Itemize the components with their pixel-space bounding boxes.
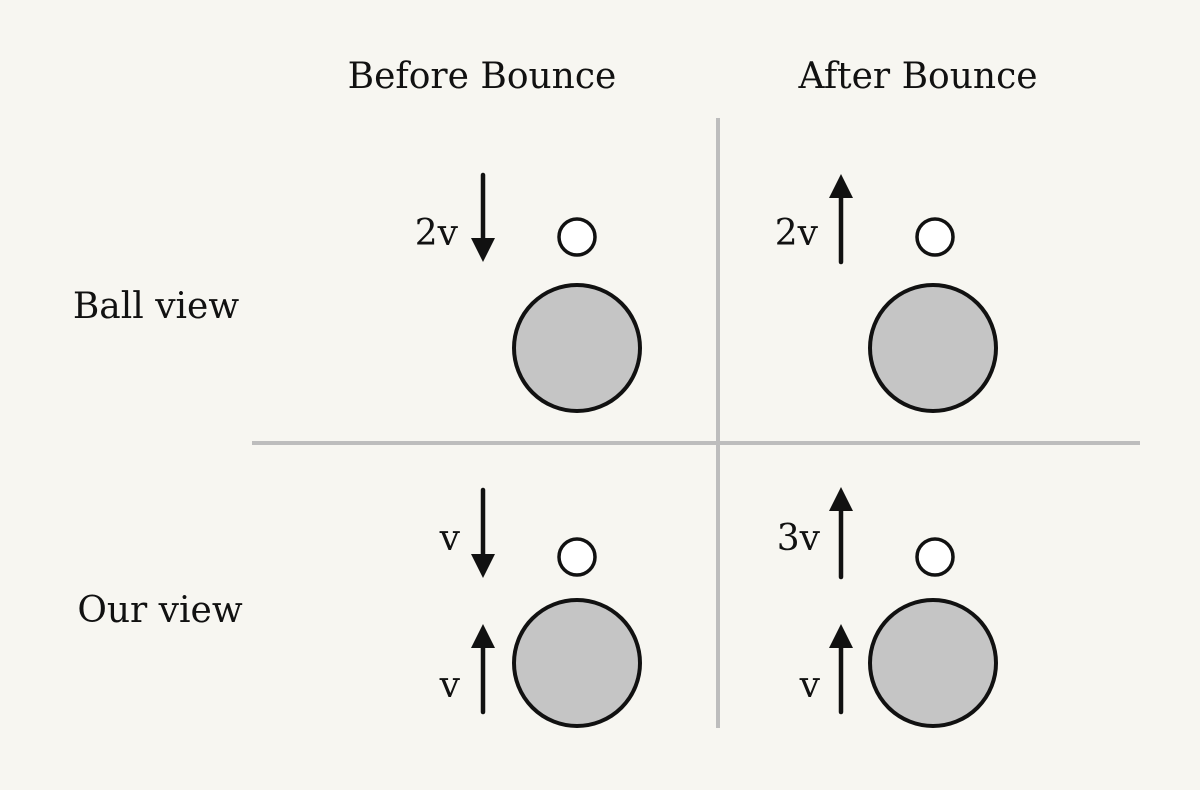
cell-our-view-after: 3v v bbox=[777, 487, 998, 728]
large-ball bbox=[512, 283, 642, 413]
header-after-bounce: After Bounce bbox=[797, 56, 1037, 97]
up-arrow-icon bbox=[471, 624, 495, 715]
cell-ball-view-before: 2v bbox=[415, 172, 642, 413]
velocity-label-large-ball: v bbox=[439, 665, 461, 706]
up-arrow-icon bbox=[829, 487, 853, 580]
velocity-label-small-ball: 3v bbox=[777, 518, 821, 559]
small-ball bbox=[915, 217, 955, 257]
row-label-ball-view: Ball view bbox=[73, 286, 240, 327]
row-label-our-view: Our view bbox=[77, 590, 243, 631]
header-before-bounce: Before Bounce bbox=[348, 56, 617, 97]
cell-ball-view-after: 2v bbox=[775, 174, 998, 413]
velocity-label-large-ball: v bbox=[799, 665, 821, 706]
down-arrow-icon bbox=[471, 172, 495, 262]
small-ball bbox=[915, 537, 955, 577]
up-arrow-icon bbox=[829, 624, 853, 715]
velocity-label-small-ball: v bbox=[439, 518, 461, 559]
large-ball bbox=[868, 598, 998, 728]
velocity-label-small-ball: 2v bbox=[415, 213, 459, 254]
velocity-label-small-ball: 2v bbox=[775, 213, 819, 254]
large-ball bbox=[868, 283, 998, 413]
down-arrow-icon bbox=[471, 487, 495, 578]
large-ball bbox=[512, 598, 642, 728]
cell-our-view-before: v v bbox=[439, 487, 642, 728]
small-ball bbox=[557, 537, 597, 577]
up-arrow-icon bbox=[829, 174, 853, 265]
small-ball bbox=[557, 217, 597, 257]
